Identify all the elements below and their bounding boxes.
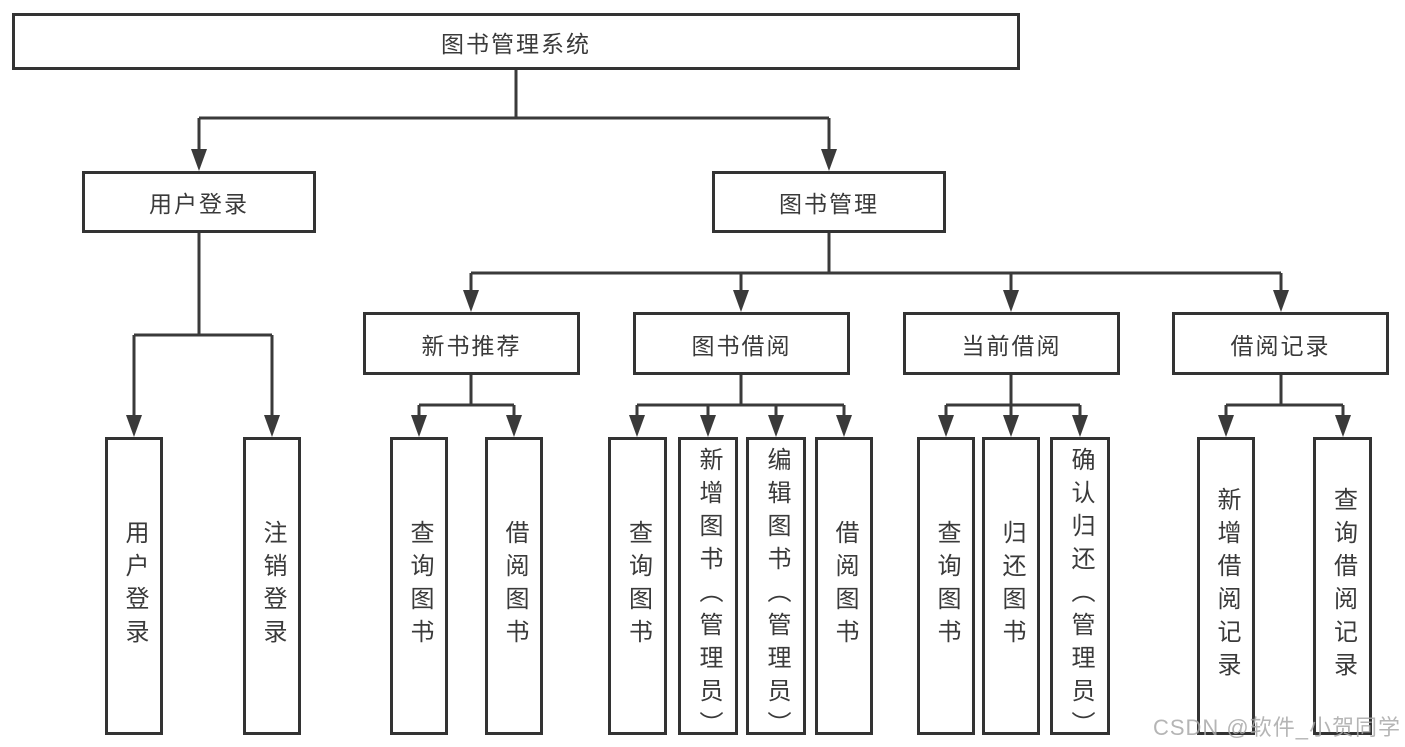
connector-line — [944, 375, 1082, 418]
node-label: 图书借阅 — [691, 332, 792, 359]
node-user-login: 用户登录 — [82, 171, 316, 233]
arrowhead — [1273, 290, 1289, 312]
node-label: 新增借阅记录 — [1213, 487, 1240, 685]
node-leaf-query-books: 查询图书 — [608, 437, 667, 735]
node-new-book-recommend: 新书推荐 — [363, 312, 580, 375]
node-label: 用户登录 — [149, 191, 249, 217]
arrowhead — [1218, 415, 1234, 437]
node-leaf-borrow-books: 借阅图书 — [485, 437, 543, 735]
arrowhead — [1003, 415, 1019, 437]
connector-root-to-level2 — [191, 70, 837, 171]
connector-current-borrowing-to-leaves — [938, 375, 1088, 437]
arrowhead — [836, 415, 852, 437]
node-leaf-query-books: 查询图书 — [917, 437, 975, 735]
node-book-borrowing: 图书借阅 — [633, 312, 850, 375]
node-leaf-return-books: 归还图书 — [982, 437, 1040, 735]
node-label: 借阅记录 — [1230, 332, 1331, 359]
arrowhead — [700, 415, 716, 437]
node-current-borrowing: 当前借阅 — [903, 312, 1120, 375]
connector-line — [635, 375, 846, 418]
node-leaf-user-login: 用户登录 — [105, 437, 163, 735]
connector-book-borrowing-to-leaves — [629, 375, 852, 437]
arrowhead — [733, 290, 749, 312]
node-label: 新书推荐 — [421, 332, 522, 359]
node-label: 查询图书 — [933, 520, 960, 652]
node-label: 确认归还（管理员） — [1067, 447, 1094, 744]
node-label: 查询图书 — [624, 520, 652, 652]
arrowhead — [126, 415, 142, 437]
node-leaf-confirm-return-admin: 确认归还（管理员） — [1050, 437, 1110, 744]
node-label: 查询图书 — [406, 520, 433, 652]
arrowhead — [264, 415, 280, 437]
connector-line — [417, 375, 516, 418]
node-label: 用户登录 — [121, 520, 148, 652]
arrowhead — [938, 415, 954, 437]
node-leaf-borrow-books: 借阅图书 — [815, 437, 873, 735]
connector-book-management-to-level3 — [463, 233, 1289, 312]
node-leaf-add-borrow-record: 新增借阅记录 — [1197, 437, 1255, 735]
node-book-management: 图书管理 — [712, 171, 946, 233]
node-label: 注销登录 — [259, 520, 286, 652]
connector-user-login-to-leaves — [126, 233, 280, 437]
arrowhead — [768, 415, 784, 437]
node-label: 借阅图书 — [501, 520, 528, 652]
connector-line — [197, 70, 831, 152]
node-leaf-query-borrow-record: 查询借阅记录 — [1313, 437, 1372, 735]
node-label: 借阅图书 — [831, 520, 858, 652]
arrowhead — [191, 149, 207, 171]
node-label: 编辑图书（管理员） — [763, 447, 790, 744]
connector-borrowing-records-to-leaves — [1218, 375, 1351, 437]
arrowhead — [821, 149, 837, 171]
node-leaf-add-books-admin: 新增图书（管理员） — [678, 437, 738, 744]
arrowhead — [1335, 415, 1351, 437]
connector-line — [1224, 375, 1345, 418]
arrowhead — [506, 415, 522, 437]
arrowhead — [1072, 415, 1088, 437]
arrowhead — [1003, 290, 1019, 312]
node-root-system: 图书管理系统 — [12, 13, 1020, 70]
node-label: 图书管理系统 — [441, 30, 591, 57]
arrowhead — [463, 290, 479, 312]
node-leaf-logout: 注销登录 — [243, 437, 301, 735]
node-leaf-query-books: 查询图书 — [390, 437, 448, 735]
arrowhead — [629, 415, 645, 437]
node-label: 当前借阅 — [961, 332, 1062, 359]
node-borrowing-records: 借阅记录 — [1172, 312, 1389, 375]
node-label: 图书管理 — [779, 191, 879, 217]
node-label: 查询借阅记录 — [1329, 487, 1357, 685]
node-label: 新增图书（管理员） — [695, 447, 722, 744]
node-label: 归还图书 — [998, 520, 1025, 652]
connector-line — [132, 233, 274, 418]
arrowhead — [411, 415, 427, 437]
connector-new-book-recommend-to-leaves — [411, 375, 522, 437]
connector-line — [469, 233, 1283, 293]
node-leaf-edit-books-admin: 编辑图书（管理员） — [746, 437, 806, 744]
